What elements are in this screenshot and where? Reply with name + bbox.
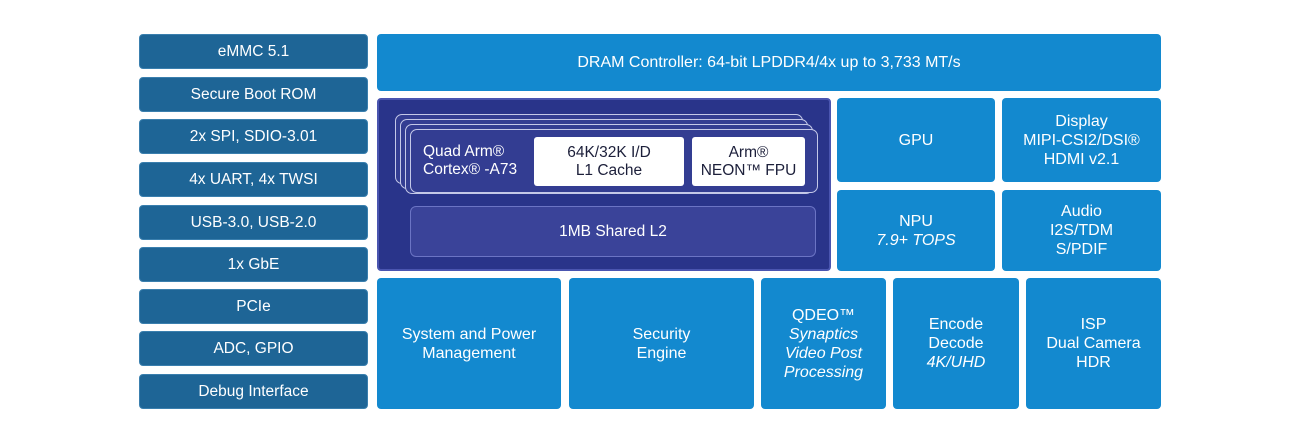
qdeo-line2: Synaptics xyxy=(788,325,859,343)
interface-gbe: 1x GbE xyxy=(139,247,368,282)
system-power-line2: Management xyxy=(422,344,516,362)
qdeo-line3: Video Post xyxy=(784,344,863,362)
audio-block: Audio I2S/TDM S/PDIF xyxy=(1002,190,1161,271)
cpu-cores-label: Quad Arm® Cortex® -A73 xyxy=(423,143,517,179)
audio-line3: S/PDIF xyxy=(1055,241,1108,258)
interface-debug: Debug Interface xyxy=(139,374,368,409)
codec-line3: 4K/UHD xyxy=(926,354,986,371)
security-line1: Security xyxy=(632,325,691,343)
cpu-core-front: Quad Arm® Cortex® -A73 64K/32K I/D L1 Ca… xyxy=(410,129,818,193)
l1-cache-block: 64K/32K I/D L1 Cache xyxy=(534,137,684,186)
qdeo-line4: Processing xyxy=(783,363,864,381)
display-line1: Display xyxy=(1055,112,1108,130)
isp-line1: ISP xyxy=(1080,316,1107,333)
cpu-cluster: Quad Arm® Cortex® -A73 64K/32K I/D L1 Ca… xyxy=(377,98,831,271)
encode-decode-block: Encode Decode 4K/UHD xyxy=(893,278,1019,409)
l2-cache-block: 1MB Shared L2 xyxy=(410,206,816,257)
isp-line2: Dual Camera xyxy=(1046,335,1141,352)
interface-secure-boot-rom: Secure Boot ROM xyxy=(139,77,368,112)
interface-adc-gpio: ADC, GPIO xyxy=(139,331,368,366)
display-line2: MIPI-CSI2/DSI® xyxy=(1023,131,1140,149)
isp-block: ISP Dual Camera HDR xyxy=(1026,278,1161,409)
interface-usb: USB-3.0, USB-2.0 xyxy=(139,205,368,240)
interface-spi-sdio: 2x SPI, SDIO-3.01 xyxy=(139,119,368,154)
neon-fpu-line1: Arm® xyxy=(728,143,769,161)
audio-line2: I2S/TDM xyxy=(1049,222,1114,239)
codec-line1: Encode xyxy=(928,316,984,333)
security-engine-block: Security Engine xyxy=(569,278,754,409)
display-block: Display MIPI-CSI2/DSI® HDMI v2.1 xyxy=(1002,98,1161,182)
neon-fpu-line2: NEON™ FPU xyxy=(700,161,797,179)
display-line3: HDMI v2.1 xyxy=(1043,150,1120,168)
npu-tops: 7.9+ TOPS xyxy=(876,231,956,249)
l1-cache-line2: L1 Cache xyxy=(575,161,643,179)
audio-line1: Audio xyxy=(1061,203,1102,220)
isp-line3: HDR xyxy=(1076,354,1111,371)
system-power-line1: System and Power xyxy=(401,325,537,343)
neon-fpu-block: Arm® NEON™ FPU xyxy=(692,137,805,186)
qdeo-block: QDEO™ Synaptics Video Post Processing xyxy=(761,278,886,409)
qdeo-line1: QDEO™ xyxy=(791,306,856,324)
npu-line1: NPU xyxy=(899,212,933,230)
l1-cache-line1: 64K/32K I/D xyxy=(567,143,651,161)
npu-block: NPU 7.9+ TOPS xyxy=(837,190,995,271)
dram-controller-block: DRAM Controller: 64-bit LPDDR4/4x up to … xyxy=(377,34,1161,91)
interface-pcie: PCIe xyxy=(139,289,368,324)
security-line2: Engine xyxy=(636,344,687,362)
gpu-block: GPU xyxy=(837,98,995,182)
codec-line2: Decode xyxy=(928,335,984,352)
cpu-cores-line1: Quad Arm® xyxy=(423,143,505,160)
cpu-cores-line2: Cortex® -A73 xyxy=(423,161,518,178)
system-power-block: System and Power Management xyxy=(377,278,561,409)
interface-uart-twsi: 4x UART, 4x TWSI xyxy=(139,162,368,197)
interface-emmc: eMMC 5.1 xyxy=(139,34,368,69)
